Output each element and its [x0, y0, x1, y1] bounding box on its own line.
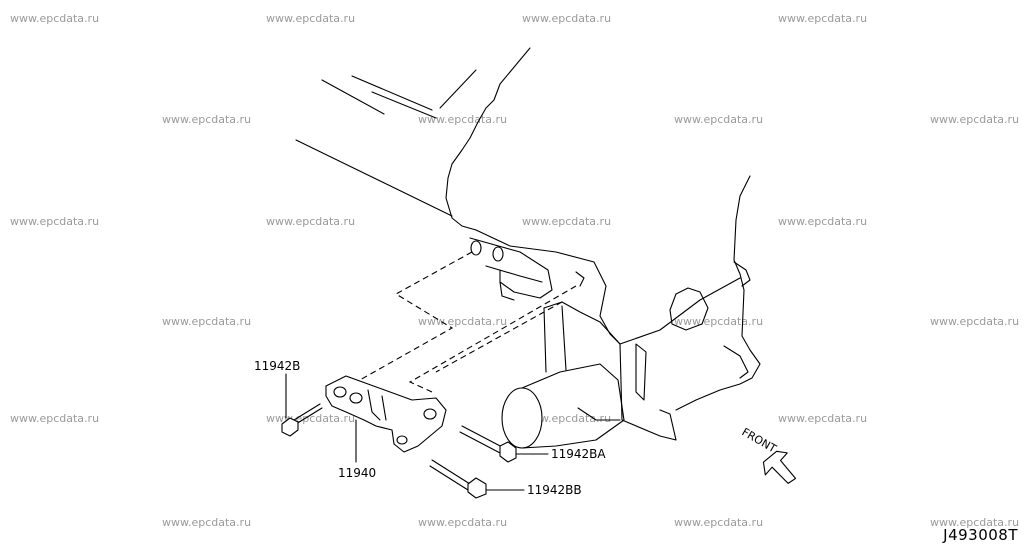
- watermark-text: www.epcdata.ru: [522, 215, 612, 228]
- watermark-text: www.epcdata.ru: [930, 315, 1020, 328]
- engine-mount-boss: [469, 237, 553, 301]
- leader-lines: [285, 373, 549, 491]
- watermark-text: www.epcdata.ru: [778, 215, 868, 228]
- watermark-text: www.epcdata.ru: [418, 315, 508, 328]
- label-11942BB: 11942BB: [527, 483, 582, 497]
- watermark-text: www.epcdata.ru: [418, 516, 508, 529]
- watermark-text: www.epcdata.ru: [162, 516, 252, 529]
- bracket-11940: [325, 375, 447, 453]
- label-11942BA: 11942BA: [551, 447, 606, 461]
- watermark-text: www.epcdata.ru: [674, 516, 764, 529]
- label-11942B: 11942B: [254, 359, 301, 373]
- watermark-text: www.epcdata.ru: [266, 12, 356, 25]
- watermark-text: www.epcdata.ru: [10, 412, 100, 425]
- bolt-11942BA: [459, 425, 517, 463]
- watermark-text: www.epcdata.ru: [10, 12, 100, 25]
- watermark-text: www.epcdata.ru: [930, 516, 1020, 529]
- watermark-text: www.epcdata.ru: [674, 113, 764, 126]
- engine-upper-outline: [295, 47, 531, 231]
- watermark-text: www.epcdata.ru: [418, 113, 508, 126]
- bolt-11942BB: [429, 459, 487, 499]
- watermark-text: www.epcdata.ru: [522, 12, 612, 25]
- phantom-lines: [327, 251, 577, 399]
- watermark-text: www.epcdata.ru: [778, 12, 868, 25]
- starter-motor: [501, 301, 625, 449]
- front-label: FRONT: [739, 425, 778, 455]
- watermark-text: www.epcdata.ru: [778, 412, 868, 425]
- label-11940: 11940: [338, 466, 377, 480]
- bolt-11942B: [281, 403, 323, 437]
- watermark-text: www.epcdata.ru: [162, 113, 252, 126]
- diagram-id: J493008T: [943, 526, 1018, 544]
- front-arrow: FRONT: [739, 425, 797, 484]
- watermark-text: www.epcdata.ru: [674, 315, 764, 328]
- watermark-text: www.epcdata.ru: [10, 215, 100, 228]
- watermark-text: www.epcdata.ru: [930, 113, 1020, 126]
- watermark-text: www.epcdata.ru: [162, 315, 252, 328]
- watermark-text: www.epcdata.ru: [266, 215, 356, 228]
